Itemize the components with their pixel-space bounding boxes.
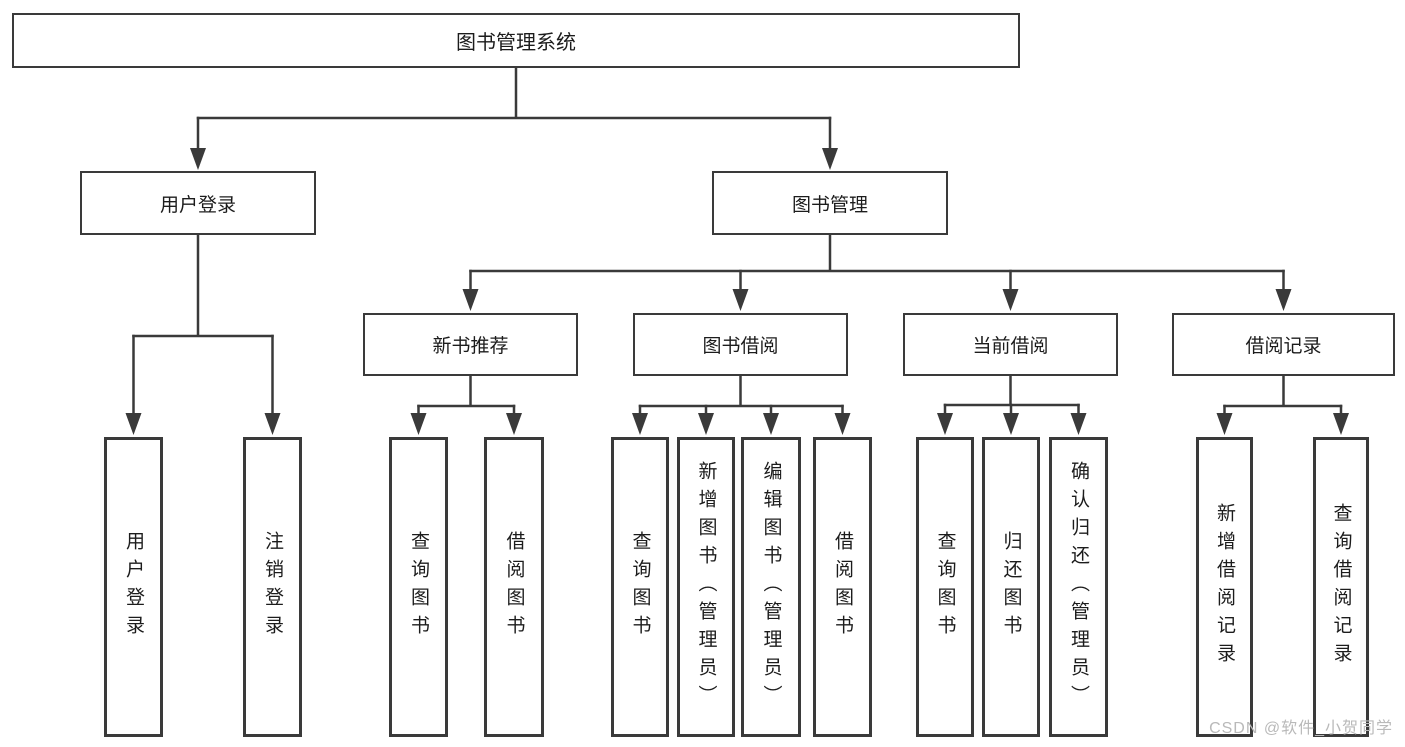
node-label: 查询图书 (629, 531, 651, 643)
arrow-down-icon (822, 148, 838, 170)
leaf-borrow-books-recommend: 借阅图书 (484, 437, 544, 737)
arrow-down-icon (1275, 289, 1292, 311)
leaf-query-books-current: 查询图书 (916, 437, 974, 737)
node-user-login-module: 用户登录 (80, 171, 316, 235)
node-label: 用户登录 (159, 194, 236, 216)
connector-trunks (132, 66, 1343, 408)
arrow-down-icon (763, 413, 779, 435)
arrow-down-icon (264, 413, 281, 435)
node-label: 查询图书 (408, 531, 429, 643)
leaf-query-borrow-record: 查询借阅记录 (1313, 437, 1369, 737)
arrow-down-icon (125, 413, 142, 435)
csdn-watermark: CSDN @软件_小贺同学 (1209, 720, 1393, 737)
arrow-down-icon (732, 289, 749, 311)
node-label: 查询图书 (934, 531, 956, 643)
arrow-down-icon (1216, 413, 1233, 435)
node-label: 图书管理 (791, 194, 868, 216)
leaf-edit-books-admin: 编辑图书（管理员） (741, 437, 801, 737)
node-label: 借阅图书 (503, 531, 525, 643)
node-new-book-recommendation: 新书推荐 (363, 313, 578, 376)
arrow-down-icon (1070, 413, 1087, 435)
leaf-borrow-books: 借阅图书 (813, 437, 872, 737)
node-label: 编辑图书（管理员） (760, 461, 782, 713)
node-label: 确认归还（管理员） (1068, 461, 1089, 713)
arrowhead-icons (125, 148, 1349, 435)
leaf-query-books-recommend: 查询图书 (389, 437, 448, 737)
arrow-down-icon (937, 413, 953, 435)
arrow-down-icon (506, 413, 522, 435)
node-label: 归还图书 (1000, 531, 1022, 643)
leaf-logout: 注销登录 (243, 437, 302, 737)
leaf-return-books: 归还图书 (982, 437, 1040, 737)
node-book-management-module: 图书管理 (712, 171, 948, 235)
arrow-down-icon (190, 148, 206, 170)
leaf-add-borrow-record: 新增借阅记录 (1196, 437, 1253, 737)
node-label: 图书借阅 (702, 336, 779, 357)
leaf-confirm-return-admin: 确认归还（管理员） (1049, 437, 1108, 737)
node-label: 借阅图书 (832, 531, 853, 643)
node-label: 注销登录 (262, 531, 283, 643)
leaf-user-login: 用户登录 (104, 437, 163, 737)
node-label: 新增图书（管理员） (695, 461, 717, 713)
node-label: 借阅记录 (1245, 336, 1322, 357)
node-book-borrowing: 图书借阅 (633, 313, 848, 376)
arrow-down-icon (632, 413, 648, 435)
arrow-down-icon (410, 413, 427, 435)
node-label: 新增借阅记录 (1214, 503, 1235, 671)
arrow-down-icon (834, 413, 851, 435)
node-label: 图书管理系统 (456, 32, 576, 54)
node-label: 用户登录 (123, 531, 144, 643)
arrow-down-icon (698, 413, 714, 435)
arrow-down-icon (1002, 289, 1019, 311)
connector-arrow-stems (132, 116, 1343, 417)
node-borrowing-records: 借阅记录 (1172, 313, 1395, 376)
leaf-add-books-admin: 新增图书（管理员） (677, 437, 735, 737)
node-library-management-system: 图书管理系统 (12, 13, 1020, 68)
arrow-down-icon (1003, 413, 1019, 435)
node-label: 新书推荐 (432, 336, 509, 357)
node-label: 查询借阅记录 (1330, 503, 1352, 671)
node-current-borrowing: 当前借阅 (903, 313, 1118, 376)
arrow-down-icon (462, 289, 479, 311)
node-label: 当前借阅 (972, 336, 1049, 357)
leaf-query-books-borrowing: 查询图书 (611, 437, 669, 737)
arrow-down-icon (1333, 413, 1349, 435)
